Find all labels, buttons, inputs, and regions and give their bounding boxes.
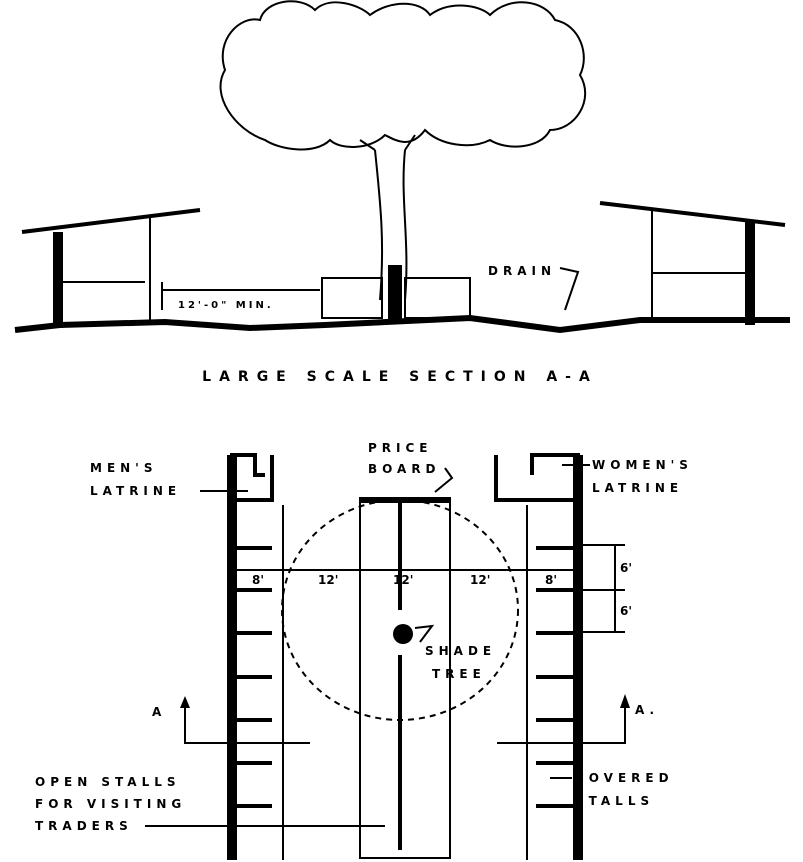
section-title: LARGE SCALE SECTION A-A — [202, 369, 598, 385]
section-a-a: 12'-0" MIN. DRAIN LARGE SCALE SECTION A-… — [14, 0, 790, 385]
planter-right — [404, 277, 471, 319]
dim-label: 12' — [318, 573, 338, 587]
womens-latrine-label: WOMEN'S — [592, 458, 693, 472]
section-marker-left-line — [184, 700, 310, 744]
womens-latrine-label: LATRINE — [592, 481, 683, 495]
open-stalls-label: TRADERS — [35, 819, 133, 833]
dim-label: 12' — [393, 573, 413, 587]
ground-line — [14, 314, 790, 334]
tree-trunk — [359, 134, 416, 301]
shade-tree-label: TREE — [432, 667, 486, 681]
shade-tree-trunk — [393, 624, 413, 644]
open-stalls-label: OPEN STALLS — [35, 775, 181, 789]
site-plan: 8' 12' 12' 12' 8' 6' 6' A A. MEN'S LATRI… — [35, 441, 693, 860]
min-dimension-arrow — [161, 282, 320, 310]
section-marker-right: A. — [635, 703, 659, 717]
tree-base — [388, 265, 402, 320]
stall-dim-label: 6' — [620, 604, 632, 618]
stall-dim-label: 6' — [620, 561, 632, 575]
section-marker-left: A — [152, 705, 166, 719]
price-board-leader — [434, 467, 454, 493]
left-stall — [62, 218, 151, 322]
dim-label: 8' — [545, 573, 557, 587]
mens-latrine-label: MEN'S — [90, 461, 158, 475]
price-board — [360, 497, 450, 503]
tree-crown — [219, 0, 587, 151]
right-roof — [599, 201, 786, 227]
covered-stalls-label: STALLS — [575, 794, 654, 808]
dim-label: 8' — [252, 573, 264, 587]
womens-latrine-outline — [494, 453, 580, 502]
mens-latrine-label: LATRINE — [90, 484, 181, 498]
shade-tree-leader — [414, 624, 435, 643]
covered-stalls-label: COVERED — [575, 771, 674, 785]
shade-tree-label: SHADE — [425, 644, 496, 658]
open-stalls-label: FOR VISITING — [35, 797, 186, 811]
price-board-label: BOARD — [368, 462, 441, 476]
drain-label: DRAIN — [488, 264, 556, 278]
right-stall — [651, 210, 745, 318]
price-board-label: PRICE — [368, 441, 433, 455]
section-marker-right-arrow — [620, 694, 630, 708]
min-dimension-label: 12'-0" MIN. — [178, 300, 274, 311]
drain-arrow — [559, 267, 580, 311]
section-marker-left-arrow — [180, 696, 190, 708]
left-stall-dividers — [235, 546, 272, 808]
dim-label: 12' — [470, 573, 490, 587]
stall-dimension-line — [580, 544, 625, 633]
left-roof — [21, 208, 201, 234]
planter-left — [321, 277, 383, 319]
section-marker-right-line — [497, 700, 626, 744]
mens-latrine-outline — [230, 453, 274, 502]
right-stall-dividers — [536, 546, 574, 808]
